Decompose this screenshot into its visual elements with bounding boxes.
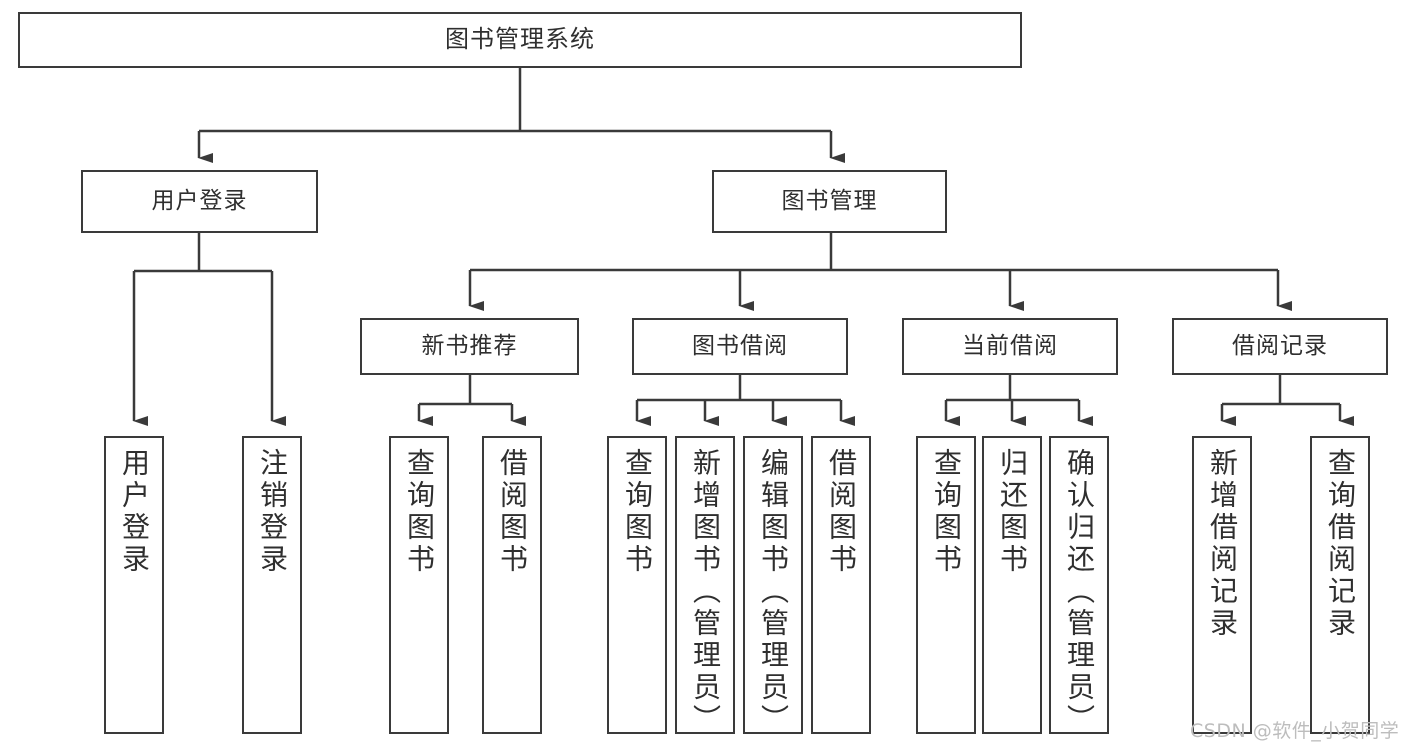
node-user-login[interactable]: 用户登录 — [81, 170, 318, 233]
leaf-label: 借阅图书 — [825, 448, 858, 576]
leaf-new-book-borrow[interactable]: 借阅图书 — [482, 436, 542, 734]
leaf-borrow-record-query[interactable]: 查询借阅记录 — [1310, 436, 1370, 734]
leaf-current-borrow-query[interactable]: 查询图书 — [916, 436, 976, 734]
node-current-borrow-label: 当前借阅 — [962, 333, 1058, 360]
node-new-book-recommend-label: 新书推荐 — [421, 333, 518, 360]
leaf-book-borrow-borrow[interactable]: 借阅图书 — [811, 436, 871, 734]
leaf-user-login-login[interactable]: 用户登录 — [104, 436, 164, 734]
leaf-new-book-query[interactable]: 查询图书 — [389, 436, 449, 734]
leaf-label: 新增图书（管理员） — [689, 448, 722, 736]
leaf-label: 查询图书 — [403, 448, 436, 576]
leaf-label: 查询图书 — [621, 448, 654, 576]
leaf-user-login-logout[interactable]: 注销登录 — [242, 436, 302, 734]
node-user-login-label: 用户登录 — [151, 188, 248, 215]
leaf-label: 归还图书 — [996, 448, 1029, 576]
node-book-management-label: 图书管理 — [781, 188, 878, 215]
leaf-book-borrow-add[interactable]: 新增图书（管理员） — [675, 436, 735, 736]
leaf-label: 用户登录 — [118, 448, 151, 576]
node-borrow-record-label: 借阅记录 — [1232, 333, 1328, 360]
leaf-label: 确认归还（管理员） — [1063, 448, 1096, 736]
leaf-label: 查询图书 — [930, 448, 963, 576]
node-book-borrow[interactable]: 图书借阅 — [632, 318, 848, 375]
leaf-label: 注销登录 — [256, 448, 289, 576]
node-book-management[interactable]: 图书管理 — [712, 170, 947, 233]
node-root[interactable]: 图书管理系统 — [18, 12, 1022, 68]
leaf-label: 新增借阅记录 — [1206, 448, 1239, 640]
node-root-label: 图书管理系统 — [445, 25, 595, 54]
leaf-book-borrow-edit[interactable]: 编辑图书（管理员） — [743, 436, 803, 736]
leaf-label: 编辑图书（管理员） — [757, 448, 790, 736]
leaf-label: 借阅图书 — [496, 448, 529, 576]
node-book-borrow-label: 图书借阅 — [692, 333, 788, 360]
leaf-borrow-record-add[interactable]: 新增借阅记录 — [1192, 436, 1252, 734]
leaf-label: 查询借阅记录 — [1324, 448, 1357, 640]
node-current-borrow[interactable]: 当前借阅 — [902, 318, 1118, 375]
node-new-book-recommend[interactable]: 新书推荐 — [360, 318, 579, 375]
node-borrow-record[interactable]: 借阅记录 — [1172, 318, 1388, 375]
leaf-book-borrow-query[interactable]: 查询图书 — [607, 436, 667, 734]
leaf-current-borrow-confirm-return[interactable]: 确认归还（管理员） — [1049, 436, 1109, 736]
leaf-current-borrow-return[interactable]: 归还图书 — [982, 436, 1042, 734]
